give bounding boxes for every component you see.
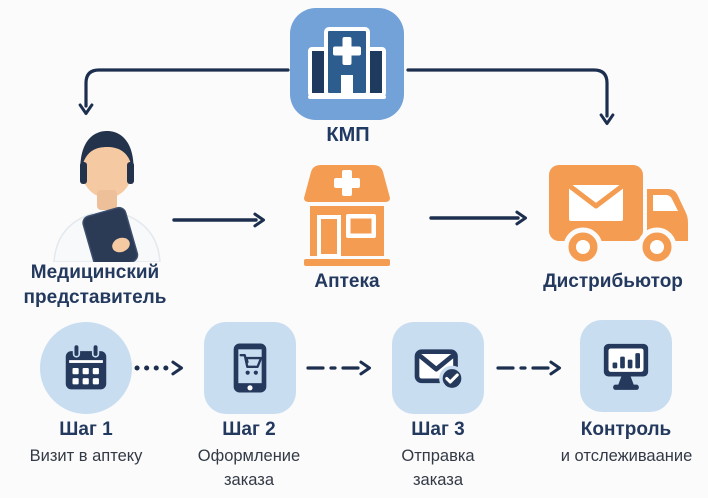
pharmacy-label: Аптека (314, 271, 380, 292)
medrep-label-line1: Медицинский (30, 262, 160, 283)
medical-representative-person (53, 131, 161, 262)
step-1-badge (40, 322, 132, 414)
step-2-subtitle-line2: заказа (223, 471, 275, 489)
distributor-label: Дистрибьютор (543, 271, 683, 292)
kmp-node (290, 8, 404, 120)
step-2-subtitle: Оформление заказа (174, 444, 324, 492)
step-1-title: Шаг 1 (59, 419, 113, 440)
step-1-subtitle-line1: Визит в аптеку (29, 447, 143, 465)
step-3-subtitle-line1: Отправка (401, 447, 475, 465)
medrep-label: Медицинский представитель (2, 260, 188, 310)
delivery-truck-icon (549, 165, 688, 267)
step-3-badge (392, 322, 484, 414)
pharmacy-store-icon (304, 165, 390, 266)
medrep-label-line2: представитель (23, 287, 167, 308)
calendar-icon (65, 343, 107, 390)
control-badge (580, 320, 672, 412)
control-title: Контроль (580, 419, 672, 440)
step-2-title: Шаг 2 (222, 419, 276, 440)
hospital-building-icon (308, 27, 386, 99)
control-subtitle-line1: и отслеживаание (560, 447, 693, 465)
monitor-chart-icon (603, 343, 649, 390)
control-subtitle: и отслеживаание (536, 444, 708, 468)
step-3-subtitle: Отправка заказа (363, 444, 513, 492)
step-3-title: Шаг 3 (411, 419, 465, 440)
step-2-badge (204, 322, 296, 414)
kmp-label: КМП (326, 124, 370, 146)
arrow-kmp-to-medrep (78, 68, 290, 115)
envelope-check-icon (414, 349, 465, 392)
step-1-subtitle: Визит в аптеку (11, 444, 161, 468)
tablet-cart-icon (233, 343, 267, 393)
arrow-kmp-to-distributor (406, 68, 615, 125)
step-3-subtitle-line2: заказа (412, 471, 464, 489)
step-2-subtitle-line1: Оформление (197, 447, 301, 465)
